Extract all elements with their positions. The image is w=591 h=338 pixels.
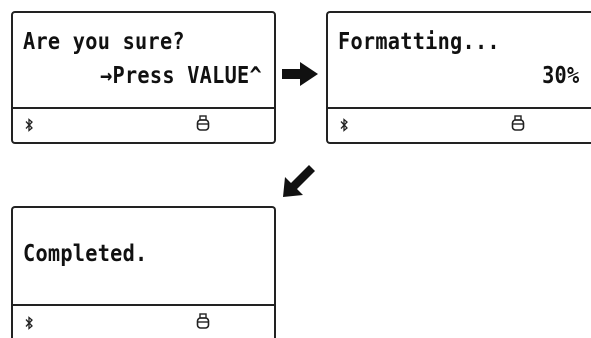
- status-divider: [328, 107, 591, 109]
- status-divider: [13, 304, 274, 306]
- lcd-screen-completed: Completed.: [11, 206, 276, 338]
- confirm-prompt-text: Are you sure?: [23, 29, 185, 55]
- formatting-status-text: Formatting...: [338, 29, 500, 55]
- bluetooth-icon: [340, 118, 348, 132]
- completed-status-text: Completed.: [23, 241, 148, 267]
- press-value-instruction: →Press VALUE^: [100, 63, 262, 89]
- usb-memory-icon: [511, 115, 525, 131]
- bluetooth-icon: [25, 118, 33, 132]
- bluetooth-icon: [25, 316, 33, 330]
- lcd-screen-progress: Formatting... 30%: [326, 11, 591, 144]
- status-divider: [13, 107, 274, 109]
- usb-memory-icon: [196, 115, 210, 131]
- right-arrow-icon: [282, 62, 318, 86]
- usb-memory-icon: [196, 313, 210, 329]
- down-left-arrow-icon: [283, 165, 315, 197]
- progress-percent-text: 30%: [541, 63, 579, 89]
- lcd-screen-confirm: Are you sure? →Press VALUE^: [11, 11, 276, 144]
